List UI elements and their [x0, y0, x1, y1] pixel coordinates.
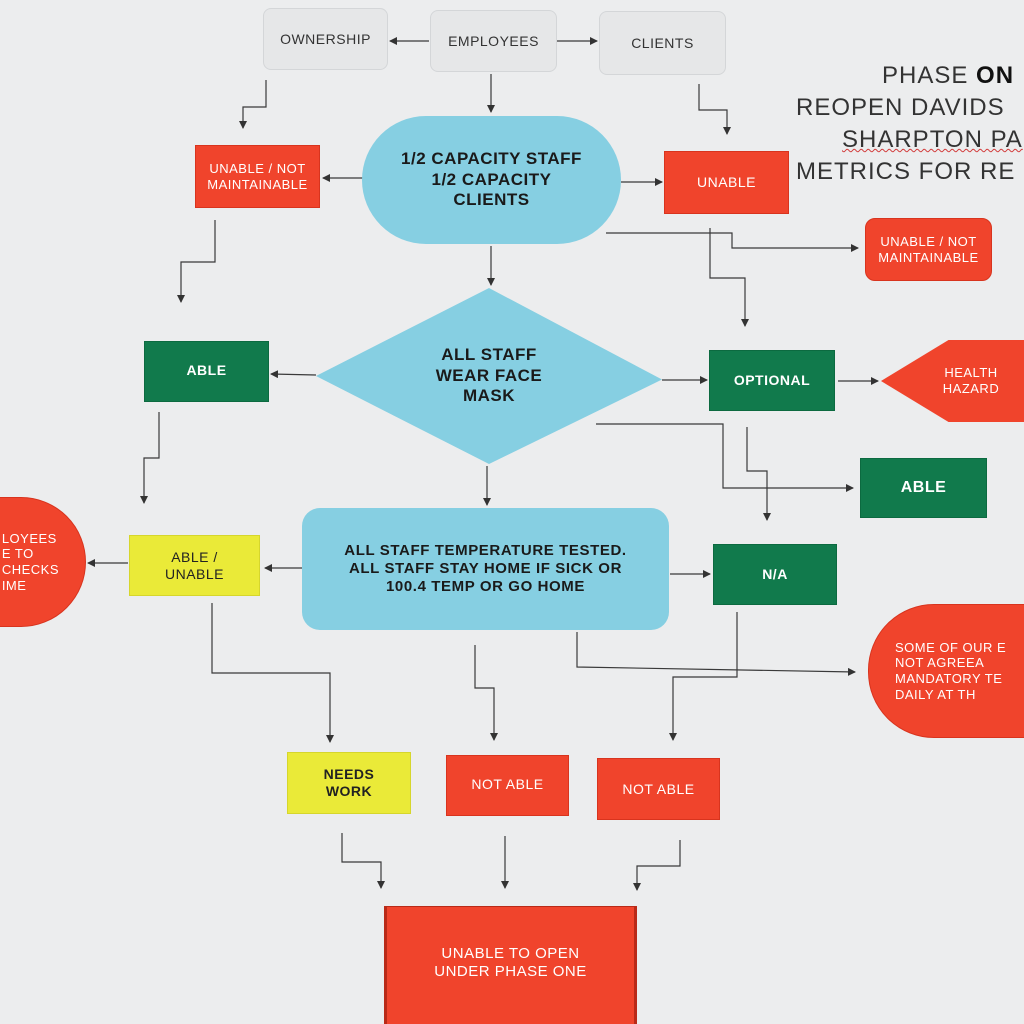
node-temperature: ALL STAFF TEMPERATURE TESTED. ALL STAFF … — [302, 508, 669, 630]
node-able-unable-label: ABLE / UNABLE — [164, 548, 225, 582]
node-capacity: 1/2 CAPACITY STAFF 1/2 CAPACITY CLIENTS — [362, 116, 621, 244]
node-not-agree: SOME OF OUR E NOT AGREEA MANDATORY TE DA… — [868, 604, 1024, 738]
title-line-2: REOPEN DAVIDS — [796, 94, 1005, 121]
node-unable-top-label: UNABLE — [696, 174, 757, 191]
node-unable-not-maintainable-left-label: UNABLE / NOT MAINTAINABLE — [207, 160, 308, 192]
node-unable-to-open: UNABLE TO OPEN UNDER PHASE ONE — [384, 906, 637, 1024]
node-optional-label: OPTIONAL — [733, 372, 811, 389]
node-clients-label: CLIENTS — [631, 34, 694, 51]
node-employees: EMPLOYEES — [430, 10, 557, 72]
node-unable-top: UNABLE — [664, 151, 789, 214]
edge-na-notable2 — [669, 612, 738, 741]
node-able-right: ABLE — [860, 458, 987, 518]
edge-clients-unable-top — [698, 84, 731, 135]
edge-facemask-ableright — [596, 423, 854, 492]
node-not-able-1-label: NOT ABLE — [471, 776, 544, 792]
node-not-able-1: NOT ABLE — [446, 755, 569, 816]
node-na-label: N/A — [762, 566, 788, 583]
title-line-1-bold: ON — [976, 62, 1015, 89]
edge-optional-na — [746, 427, 771, 521]
node-unable-to-open-label: UNABLE TO OPEN UNDER PHASE ONE — [434, 945, 587, 980]
node-unable-not-maintainable-right-label: UNABLE / NOT MAINTAINABLE — [878, 233, 979, 265]
edge-ableleft-ableunable — [140, 412, 160, 504]
node-unable-not-maintainable-left: UNABLE / NOT MAINTAINABLE — [195, 145, 320, 208]
edge-unabletop-optional — [709, 228, 749, 327]
node-not-able-2: NOT ABLE — [597, 758, 720, 820]
edge-ownership-unable-left — [239, 80, 267, 129]
edge-unableleft-ableleft — [177, 220, 216, 303]
title-line-4: METRICS FOR RE — [796, 158, 1016, 185]
node-ownership: OWNERSHIP — [263, 8, 388, 70]
node-na: N/A — [713, 544, 837, 605]
title-line-1-prefix: PHASE — [882, 62, 977, 89]
edge-needswork-final — [341, 833, 385, 889]
node-ownership-label: OWNERSHIP — [280, 30, 371, 47]
edge-facemask-ableleft — [270, 370, 317, 379]
edge-ableunable-needswork — [211, 603, 334, 743]
node-able-right-label: ABLE — [900, 479, 947, 497]
node-not-agree-label: SOME OF OUR E NOT AGREEA MANDATORY TE DA… — [895, 639, 1007, 702]
edge-temperature-notagree — [576, 632, 856, 676]
node-health-hazard-label: HEALTH HAZARD — [942, 365, 1000, 396]
edge-temperature-notable1 — [474, 645, 498, 741]
node-temperature-label: ALL STAFF TEMPERATURE TESTED. ALL STAFF … — [344, 542, 627, 595]
node-face-mask-label: ALL STAFF WEAR FACE MASK — [435, 345, 543, 406]
node-employees-label: EMPLOYEES — [448, 32, 539, 49]
node-able-left: ABLE — [144, 341, 269, 402]
edge-capacity-unable-right — [606, 232, 859, 252]
node-needs-work: NEEDS WORK — [287, 752, 411, 814]
edge-notable2-final — [633, 840, 681, 891]
node-needs-work-label: NEEDS WORK — [323, 766, 375, 799]
diagram-title: PHASE ON REOPEN DAVIDS SHARPTON PA METRI… — [796, 60, 1024, 188]
title-line-3: SHARPTON PA — [842, 126, 1023, 153]
node-employees-checks-label: LOYEES E TO CHECKS IME — [1, 530, 59, 593]
title-line-1: PHASE ON — [796, 60, 1024, 92]
node-unable-not-maintainable-right: UNABLE / NOT MAINTAINABLE — [865, 218, 992, 281]
node-not-able-2-label: NOT ABLE — [622, 780, 695, 797]
node-able-left-label: ABLE — [186, 362, 227, 378]
node-optional: OPTIONAL — [709, 350, 835, 411]
node-able-unable: ABLE / UNABLE — [129, 535, 260, 596]
node-clients: CLIENTS — [599, 11, 726, 75]
node-capacity-label: 1/2 CAPACITY STAFF 1/2 CAPACITY CLIENTS — [401, 149, 582, 210]
